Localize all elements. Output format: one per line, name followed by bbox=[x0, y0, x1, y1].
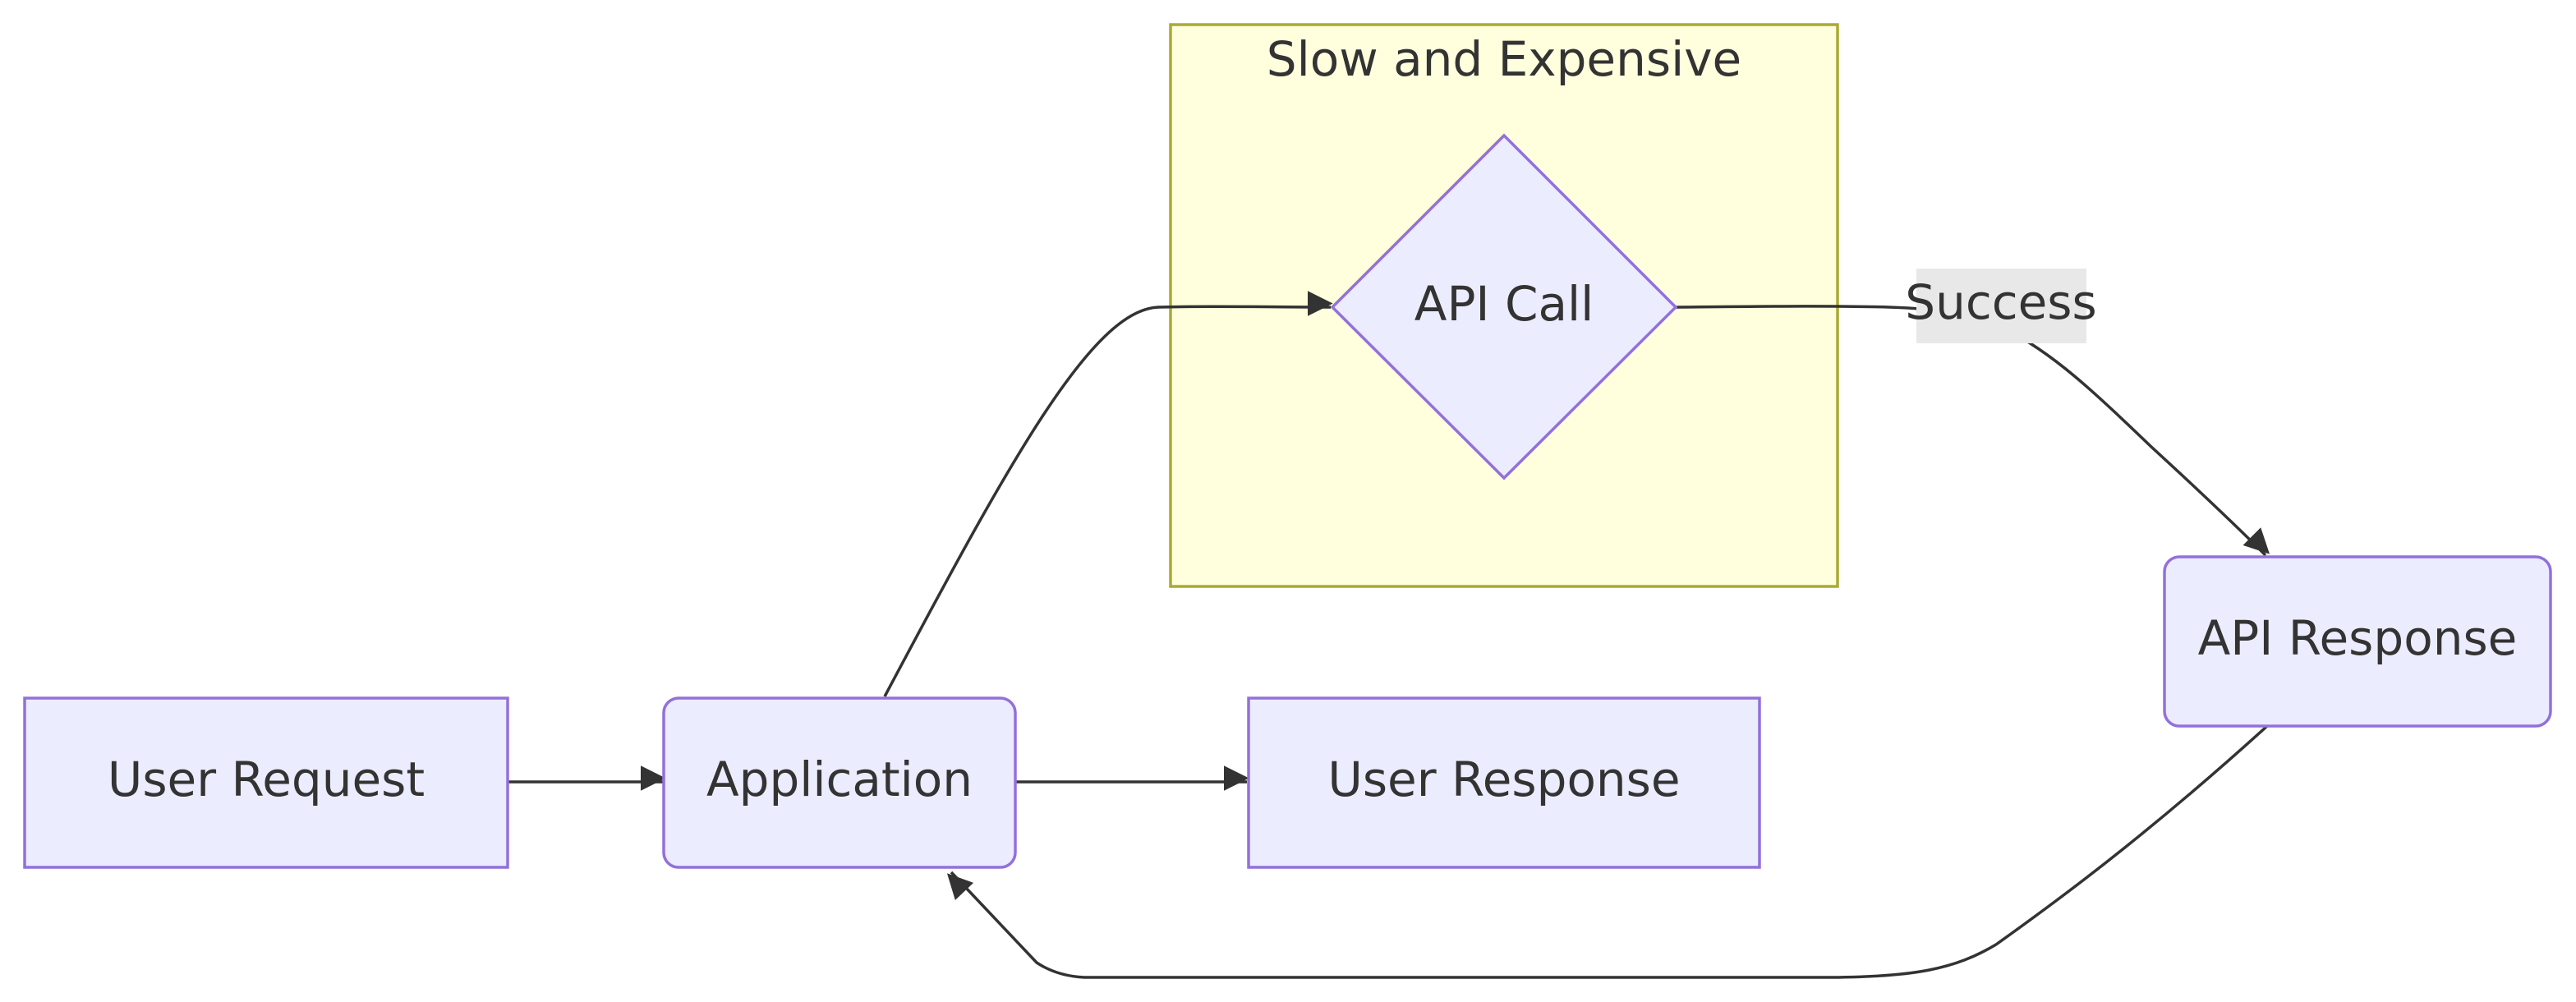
node-api-call-diamond bbox=[1330, 133, 1678, 480]
node-user-response: User Response bbox=[1247, 696, 1761, 869]
edge-label-background bbox=[1916, 269, 2086, 343]
node-user-request-label: User Request bbox=[108, 752, 425, 807]
node-application: Application bbox=[662, 696, 1017, 869]
edge-label-text: Success bbox=[1905, 274, 2096, 330]
cluster-title: Slow and Expensive bbox=[1267, 31, 1741, 87]
node-user-response-label: User Response bbox=[1327, 752, 1680, 807]
node-api-call-label: API Call bbox=[1414, 276, 1594, 332]
edge-api-response-to-application-path bbox=[946, 724, 2269, 979]
edge-application-to-api-call bbox=[883, 291, 1333, 697]
node-user-request-shape bbox=[23, 696, 509, 869]
edge-label-success: Success bbox=[1905, 269, 2097, 343]
node-user-response-shape bbox=[1247, 696, 1761, 869]
node-api-response-label: API Response bbox=[2198, 610, 2518, 666]
node-api-call: API Call bbox=[1330, 133, 1678, 480]
node-application-label: Application bbox=[706, 752, 973, 807]
node-api-response: API Response bbox=[2163, 555, 2552, 728]
node-api-response-shape bbox=[2163, 555, 2552, 728]
node-application-shape bbox=[662, 696, 1017, 869]
node-user-request: User Request bbox=[23, 696, 509, 869]
